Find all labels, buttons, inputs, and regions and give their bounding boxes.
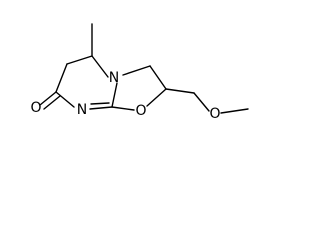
bond-carbonyl-c-to-o-double [43,95,61,110]
bond-ring-n-to-ch2-oxazoline [122,65,151,76]
bond-carbonyl-c-to-o [39,91,57,106]
atom-label-ring-nitrogen: N [109,70,119,86]
bond-ch2-to-ch-oxazoline [149,65,167,90]
bond-side-ch2-to-ether-o [193,92,210,112]
atom-label-ring-oxygen: O [135,103,146,119]
atom-label-carbonyl-oxygen: O [30,100,41,116]
bond-ether-o-to-methyl [220,108,249,114]
bond-c8a-to-ring-n [111,82,118,108]
bond-imine-n-to-c8a [89,106,113,110]
bond-ch-to-side-ch2 [165,88,195,94]
bond-ch-to-ch2 [66,55,93,65]
atom-label-imine-nitrogen: N [77,102,87,118]
bond-ring-n-to-ch [91,55,109,78]
bond-carbonyl-c-to-imine-n [55,91,75,108]
bond-ch-to-ring-o [146,88,167,107]
atom-label-ether-oxygen: O [209,106,220,122]
bond-imine-n-to-c8a-double [90,102,110,105]
chemical-structure-diagram: N N O O O [30,23,249,122]
bond-ch2-to-carbonyl-c [55,63,68,93]
bond-ring-o-to-c8a [111,106,135,111]
